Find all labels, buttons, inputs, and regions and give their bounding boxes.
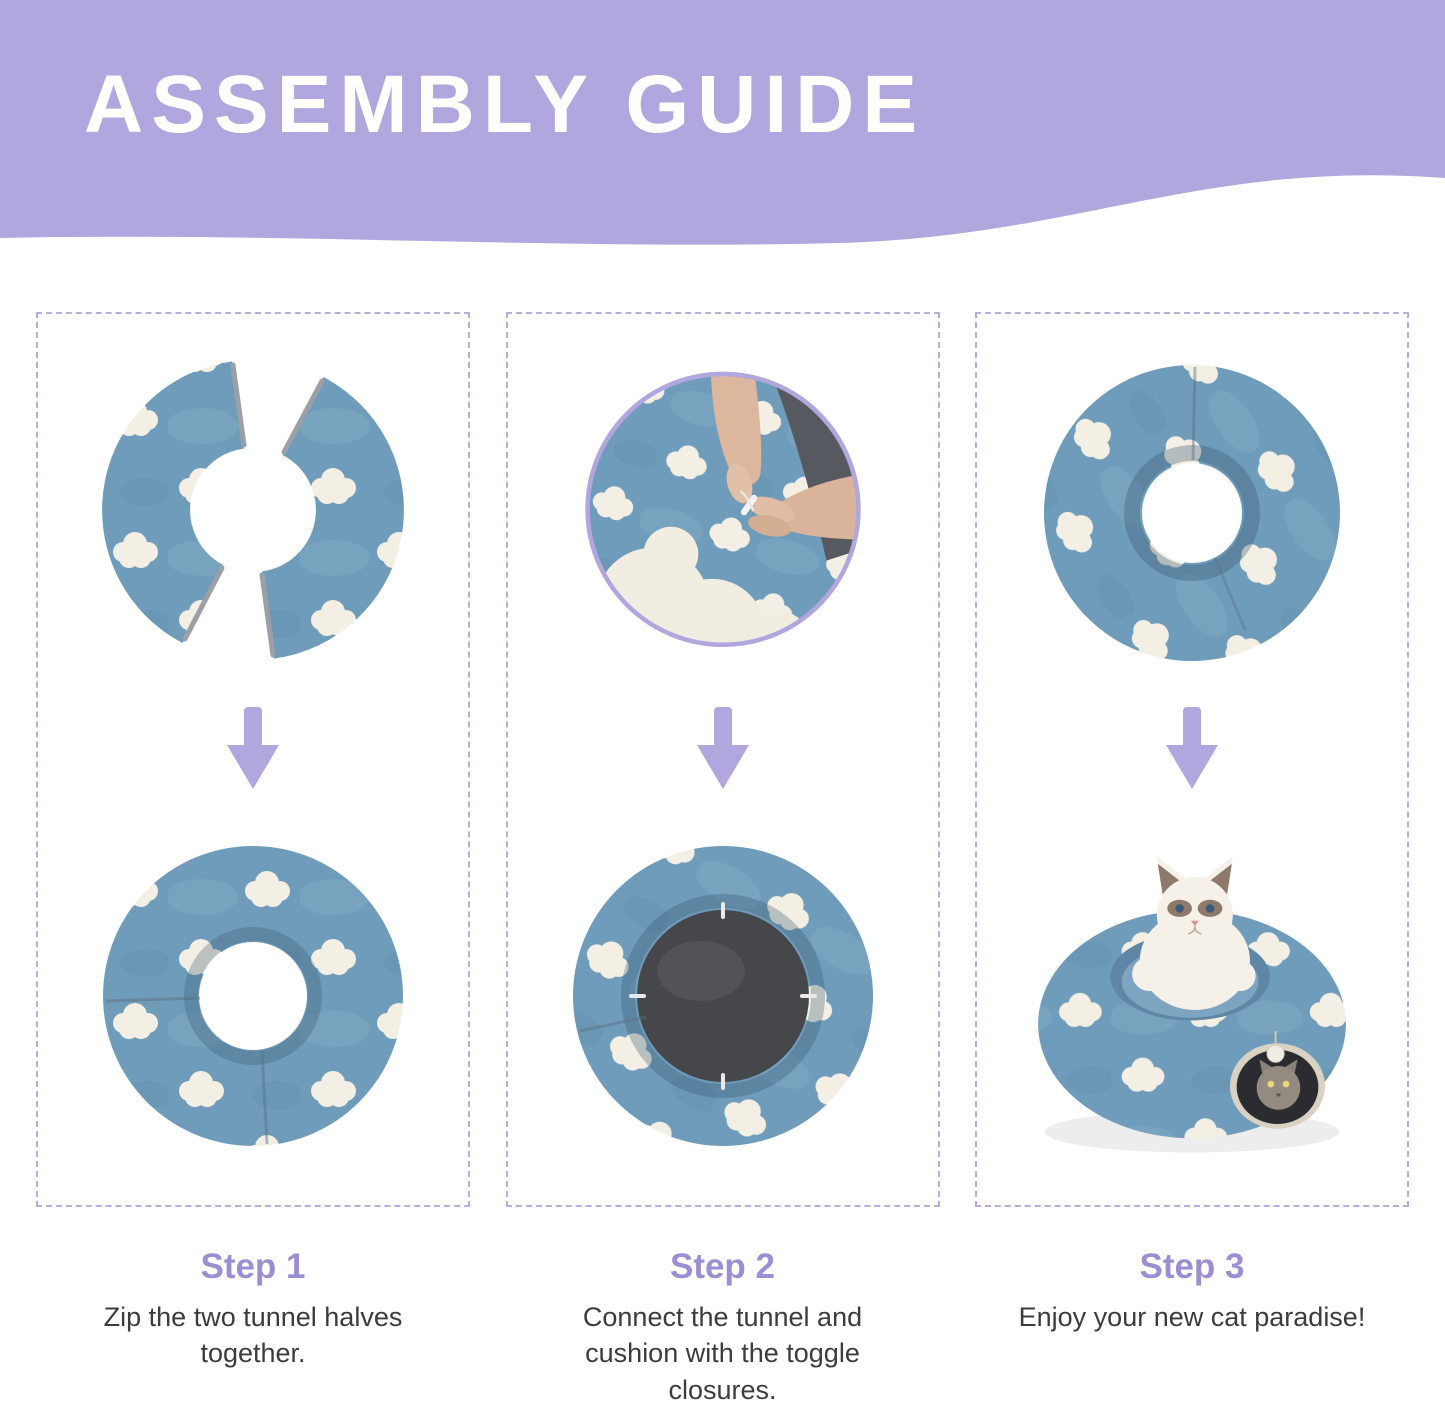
step-1-label: Step 1 <box>200 1247 306 1286</box>
purple-wave-banner <box>0 0 1445 245</box>
step-3-panel <box>975 312 1409 1207</box>
header-band: ASSEMBLY GUIDE <box>0 0 1445 260</box>
down-arrow-icon <box>696 706 749 789</box>
down-arrow-icon <box>1166 706 1218 789</box>
toggle-closure-photo <box>584 371 861 648</box>
step-1-caption: Zip the two tunnel halves together. <box>103 1302 403 1369</box>
tunnel-with-cushion-illustration <box>572 846 873 1146</box>
down-arrow-icon <box>227 706 279 789</box>
step-3-arrow <box>1160 701 1224 797</box>
assembled-tunnel-ring-illustration <box>103 846 403 1146</box>
step-2-caption: Connect the tunnel and cushion with the … <box>582 1302 863 1405</box>
finished-cat-bed-illustration <box>1038 856 1346 1153</box>
step-3-label: Step 3 <box>1139 1247 1245 1286</box>
step-2-arrow <box>691 701 755 797</box>
steps-row: Step 1 Zip the two tunnel halves togethe… <box>36 312 1409 1408</box>
step-3-caption: Enjoy your new cat paradise! <box>1018 1302 1366 1332</box>
step-2-panel <box>505 312 940 1207</box>
tunnel-halves-illustration <box>102 361 404 659</box>
page-title: ASSEMBLY GUIDE <box>84 59 926 150</box>
tunnel-top-view-illustration <box>1044 365 1340 661</box>
step-1-arrow <box>221 701 285 797</box>
step-3-section: Step 3 Enjoy your new cat paradise! <box>975 312 1409 1408</box>
step-2-section: Step 2 Connect the tunnel and cushion wi… <box>505 312 940 1408</box>
step-2-label: Step 2 <box>669 1247 776 1286</box>
step-1-section: Step 1 Zip the two tunnel halves togethe… <box>36 312 470 1408</box>
cat-in-tunnel-hole <box>1230 1043 1325 1129</box>
step-1-panel <box>36 312 470 1207</box>
cat-in-bed <box>1132 856 1256 1010</box>
